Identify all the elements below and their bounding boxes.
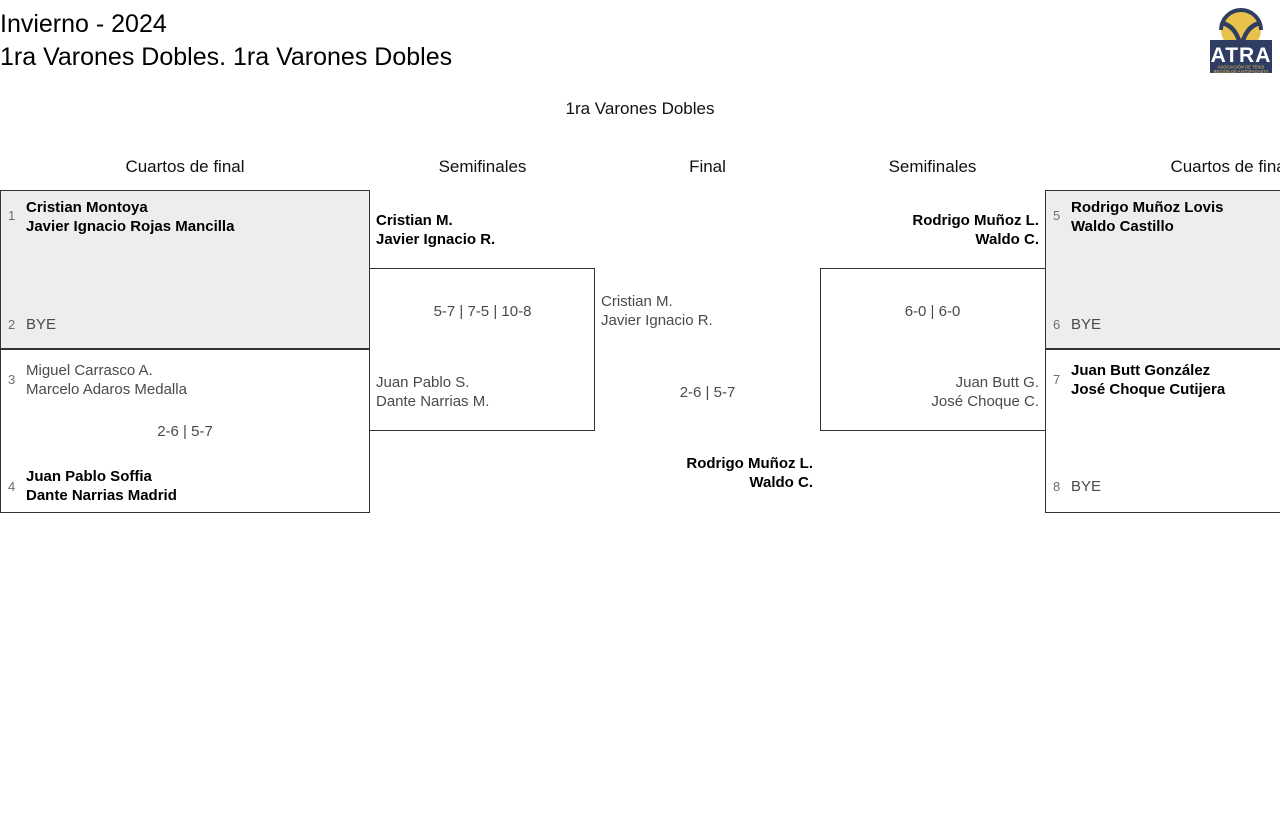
match-box-qf3[interactable] [1045,190,1280,349]
player-name: Cristian M. [601,293,673,310]
player-name: Dante Narrias Madrid [26,487,177,504]
player-name: Waldo Castillo [1071,218,1174,235]
round-header-final: Final [689,157,726,176]
round-header-semifinals-right: Semifinales [888,157,977,176]
player-name: Javier Ignacio R. [601,312,713,329]
team-sf-left-top[interactable]: Cristian M. Javier Ignacio R. [376,211,495,249]
team-qf3-top[interactable]: Rodrigo Muñoz Lovis Waldo Castillo [1071,198,1223,236]
seed-number-2: 2 [8,317,16,332]
seed-number-7: 7 [1053,372,1061,387]
match-box-sf-left[interactable] [370,268,595,431]
team-qf2-bottom[interactable]: Juan Pablo Soffia Dante Narrias Madrid [26,467,177,505]
round-header-quarterfinals-right: Cuartos de final [1170,157,1280,176]
page-title-season: Invierno - 2024 [0,10,167,38]
player-name: Rodrigo Muñoz L. [686,455,813,472]
player-name: Waldo C. [749,474,813,491]
bye-label: BYE [26,316,57,333]
match-box-sf-right[interactable] [820,268,1045,431]
team-qf3-bottom: BYE [1071,315,1101,334]
seed-number-3: 3 [8,372,16,387]
seed-number-8: 8 [1053,479,1061,494]
team-final-top[interactable]: Cristian M. Javier Ignacio R. [601,292,713,330]
match-box-qf1[interactable] [0,190,370,349]
bracket-title: 1ra Varones Dobles [565,99,715,118]
seed-number-6: 6 [1053,317,1061,332]
team-sf-right-bottom[interactable]: Juan Butt G. José Choque C. [820,373,1039,411]
team-qf1-top[interactable]: Cristian Montoya Javier Ignacio Rojas Ma… [26,198,234,236]
score-sf-left: 5-7 | 7-5 | 10-8 [433,303,532,320]
svg-text:ATRA: ATRA [1211,44,1272,67]
player-name: Juan Butt G. [955,374,1039,391]
atra-logo-icon: ATRA ASOCIACIÓN DE TENIS REGIÓN DE ANTOF… [1203,2,1279,80]
team-qf2-top[interactable]: Miguel Carrasco A. Marcelo Adaros Medall… [26,361,187,399]
team-qf4-bottom: BYE [1071,477,1101,496]
team-final-bottom[interactable]: Rodrigo Muñoz L. Waldo C. [595,454,813,492]
match-box-qf4[interactable] [1045,349,1280,513]
bye-label: BYE [1071,316,1102,333]
svg-text:REGIÓN DE ANTOFAGASTA: REGIÓN DE ANTOFAGASTA [1214,69,1269,74]
match-box-qf2[interactable] [0,349,370,513]
player-name: Rodrigo Muñoz Lovis [1071,199,1224,216]
seed-number-5: 5 [1053,208,1061,223]
player-name: Rodrigo Muñoz L. [912,212,1039,229]
bye-label: BYE [1071,478,1102,495]
player-name: Marcelo Adaros Medalla [26,381,187,398]
score-qf2: 2-6 | 5-7 [157,423,213,440]
player-name: Juan Pablo Soffia [26,468,152,485]
team-qf1-bottom: BYE [26,315,56,334]
player-name: Javier Ignacio R. [376,231,496,248]
player-name: José Choque C. [931,393,1039,410]
player-name: Javier Ignacio Rojas Mancilla [26,218,235,235]
score-sf-right: 6-0 | 6-0 [904,303,961,320]
team-sf-right-top[interactable]: Rodrigo Muñoz L. Waldo C. [820,211,1039,249]
page-title-category: 1ra Varones Dobles. 1ra Varones Dobles [0,43,453,71]
player-name: Dante Narrias M. [376,393,490,410]
player-name: Cristian Montoya [26,199,148,216]
player-name: Juan Pablo S. [376,374,470,391]
player-name: Juan Butt González [1071,362,1211,379]
seed-number-1: 1 [8,208,16,223]
round-header-quarterfinals-left: Cuartos de final [125,157,245,176]
player-name: Waldo C. [975,231,1039,248]
player-name: Miguel Carrasco A. [26,362,153,379]
seed-number-4: 4 [8,479,16,494]
team-qf4-top[interactable]: Juan Butt González José Choque Cutijera [1071,361,1225,399]
score-final: 2-6 | 5-7 [679,384,736,401]
svg-text:ASOCIACIÓN DE TENIS: ASOCIACIÓN DE TENIS [1218,65,1265,70]
round-header-semifinals-left: Semifinales [438,157,527,176]
team-sf-left-bottom[interactable]: Juan Pablo S. Dante Narrias M. [376,373,489,411]
player-name: José Choque Cutijera [1071,381,1226,398]
atra-logo: ATRA ASOCIACIÓN DE TENIS REGIÓN DE ANTOF… [1203,2,1279,80]
player-name: Cristian M. [376,212,453,229]
